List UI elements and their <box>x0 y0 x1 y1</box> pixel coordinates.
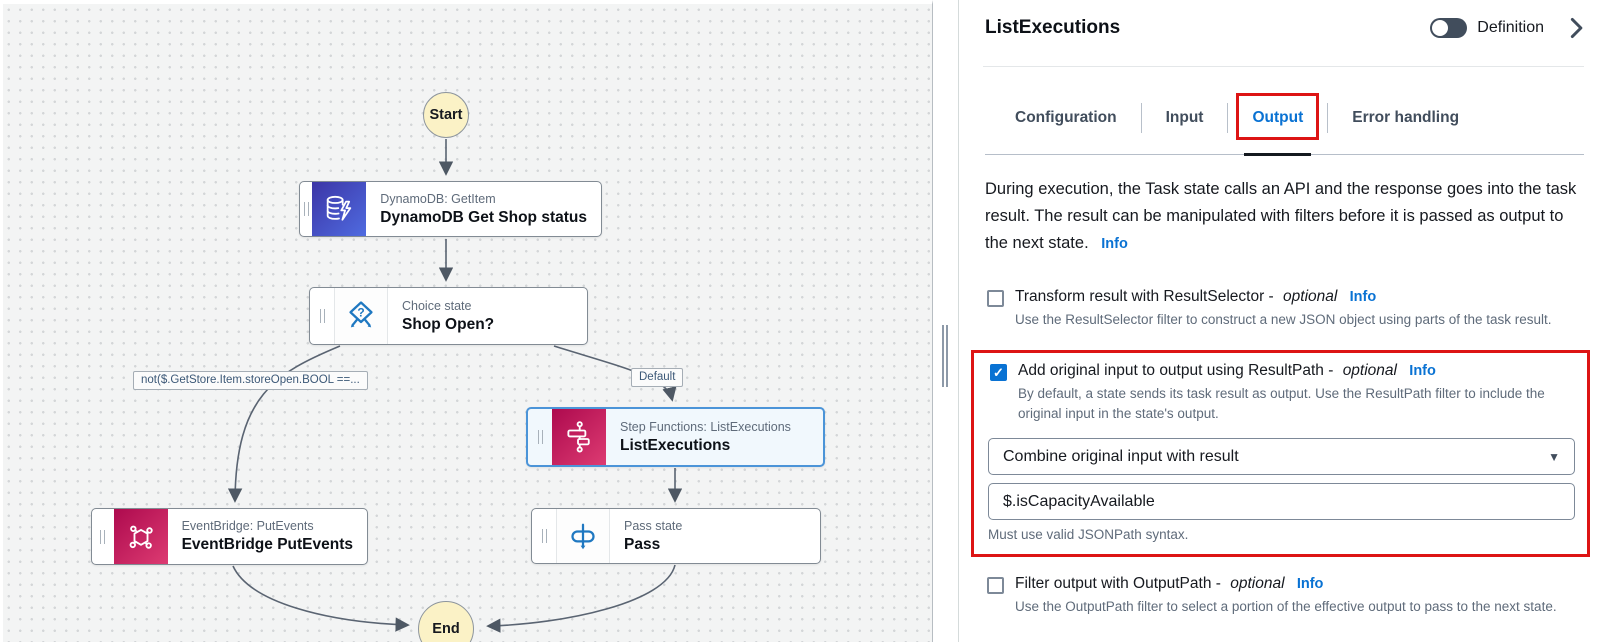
tab-error-handling[interactable]: Error handling <box>1352 108 1460 126</box>
result-selector-description: Use the ResultSelector filter to constru… <box>1015 312 1552 327</box>
tab-separator <box>1140 102 1142 133</box>
output-path-checkbox[interactable] <box>987 577 1004 594</box>
workflow-canvas[interactable]: Start DynamoDB: GetItem DynamoDB Get Sho… <box>0 0 933 642</box>
drag-handle-icon[interactable] <box>310 288 334 344</box>
result-path-description: By default, a state sends its task resul… <box>1018 386 1545 421</box>
panel-tabs: Configuration Input Output Error handlin… <box>985 81 1584 156</box>
tab-separator <box>1227 102 1229 133</box>
dynamodb-icon <box>312 182 367 236</box>
edge-condition-label: not($.GetStore.Item.storeOpen.BOOL ==... <box>133 371 368 390</box>
state-name-label: DynamoDB Get Shop status <box>380 208 587 226</box>
info-link[interactable]: Info <box>1296 576 1324 592</box>
drag-handle-icon[interactable] <box>92 509 114 564</box>
workflow-edges <box>227 139 683 633</box>
start-label: Start <box>429 107 463 123</box>
collapse-panel-button[interactable] <box>1568 17 1584 39</box>
result-path-row: ✓ Add original input to output using Res… <box>988 362 1575 424</box>
state-name-label: Pass <box>624 535 661 553</box>
state-node-shop-open-choice[interactable]: ? Choice state Shop Open? <box>309 287 588 345</box>
state-name-label: EventBridge PutEvents <box>181 536 353 553</box>
drag-handle-icon[interactable] <box>532 509 556 563</box>
definition-toggle-label: Definition <box>1477 19 1544 36</box>
result-path-jsonpath-input[interactable]: $.isCapacityAvailable <box>988 483 1575 520</box>
panel-splitter[interactable] <box>933 0 959 642</box>
result-path-label: Add original input to output using Resul… <box>1018 362 1334 379</box>
definition-toggle[interactable] <box>1430 18 1468 38</box>
state-type-label: EventBridge: PutEvents <box>181 519 314 533</box>
end-label: End <box>432 621 460 637</box>
choice-state-icon: ? <box>334 288 388 344</box>
header-divider <box>983 66 1584 67</box>
tab-output[interactable]: Output <box>1228 81 1327 156</box>
result-selector-row: Transform result with ResultSelector - o… <box>985 288 1584 330</box>
end-node: End <box>418 601 474 642</box>
tab-configuration[interactable]: Configuration <box>1015 108 1117 126</box>
drag-handle-icon[interactable] <box>528 409 552 465</box>
info-link[interactable]: Info <box>1409 363 1436 379</box>
optional-label: optional <box>1230 575 1285 592</box>
result-selector-checkbox[interactable] <box>987 290 1004 307</box>
state-name-label: Shop Open? <box>402 315 495 333</box>
input-value: $.isCapacityAvailable <box>1003 492 1155 510</box>
pass-state-icon <box>556 509 610 563</box>
output-path-description: Use the OutputPath filter to select a po… <box>1015 599 1557 614</box>
output-path-label: Filter output with OutputPath - <box>1015 575 1221 592</box>
chevron-right-icon <box>1570 17 1583 39</box>
select-value: Combine original input with result <box>1003 447 1239 465</box>
start-node: Start <box>423 92 469 138</box>
state-node-dynamodb-get-shop-status[interactable]: DynamoDB: GetItem DynamoDB Get Shop stat… <box>299 181 602 237</box>
state-type-label: Step Functions: ListExecutions <box>620 419 791 434</box>
state-node-pass[interactable]: Pass state Pass <box>531 508 821 564</box>
panel-title: ListExecutions <box>985 17 1121 38</box>
output-path-row: Filter output with OutputPath - optional… <box>985 575 1584 617</box>
edge-default-label: Default <box>631 368 684 387</box>
state-type-label: DynamoDB: GetItem <box>380 191 496 206</box>
optional-label: optional <box>1283 288 1338 305</box>
annotation-highlight-box: ✓ Add original input to output using Res… <box>971 350 1590 557</box>
result-path-checkbox[interactable]: ✓ <box>990 364 1007 381</box>
tab-input[interactable]: Input <box>1165 108 1204 126</box>
result-path-mode-select[interactable]: Combine original input with result ▼ <box>988 438 1575 475</box>
optional-label: optional <box>1342 362 1397 379</box>
state-details-panel: ListExecutions Definition Configuration … <box>959 0 1600 642</box>
info-link[interactable]: Info <box>1101 236 1128 252</box>
panel-header: ListExecutions Definition <box>985 0 1584 56</box>
result-selector-label: Transform result with ResultSelector - <box>1015 288 1274 305</box>
eventbridge-icon <box>113 509 168 564</box>
state-type-label: Choice state <box>402 298 472 313</box>
svg-text:?: ? <box>357 305 364 319</box>
output-tab-description: During execution, the Task state calls a… <box>985 180 1577 252</box>
toggle-knob <box>1432 20 1449 36</box>
state-type-label: Pass state <box>624 518 683 533</box>
state-name-label: ListExecutions <box>620 436 731 454</box>
state-node-eventbridge-putevents[interactable]: EventBridge: PutEvents EventBridge PutEv… <box>91 508 368 565</box>
step-functions-icon <box>552 409 606 465</box>
splitter-grip-icon[interactable] <box>942 325 948 387</box>
info-link[interactable]: Info <box>1349 289 1377 305</box>
jsonpath-helper-text: Must use valid JSONPath syntax. <box>988 527 1189 542</box>
state-node-listexecutions[interactable]: Step Functions: ListExecutions ListExecu… <box>526 407 825 467</box>
tab-separator <box>1327 102 1329 133</box>
dropdown-caret-icon: ▼ <box>1548 449 1560 464</box>
drag-handle-icon[interactable] <box>300 182 312 236</box>
